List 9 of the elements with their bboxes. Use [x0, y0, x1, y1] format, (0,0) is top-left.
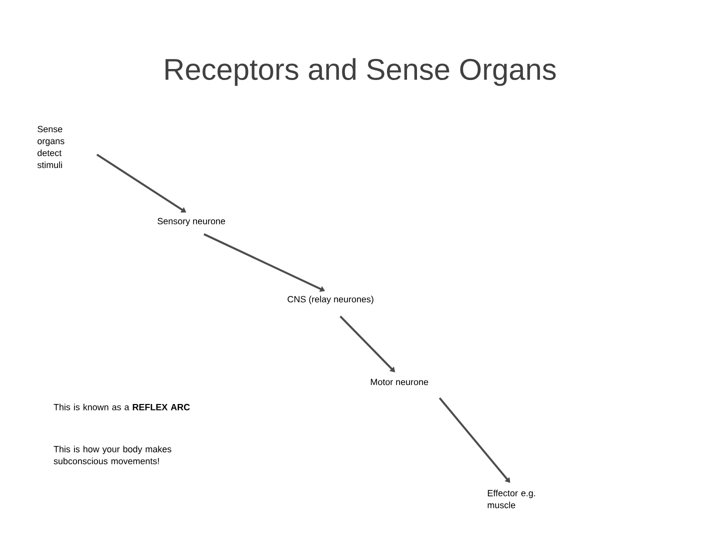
step-text: Sensory neurone — [158, 218, 226, 226]
step-text: Sense organs detect stimuli — [37, 126, 64, 168]
step-text: Motor neurone — [370, 378, 428, 386]
step-text: Effector e.g. muscle — [488, 490, 536, 508]
step-text: CNS (relay neurones) — [288, 296, 374, 304]
arrow — [438, 397, 510, 483]
note-text: This is known as a REFLEX ARC — [54, 404, 190, 410]
title: Receptors and Sense Organs — [166, 58, 556, 86]
note-text: This is how your body makes subconscious movements! — [54, 446, 172, 464]
